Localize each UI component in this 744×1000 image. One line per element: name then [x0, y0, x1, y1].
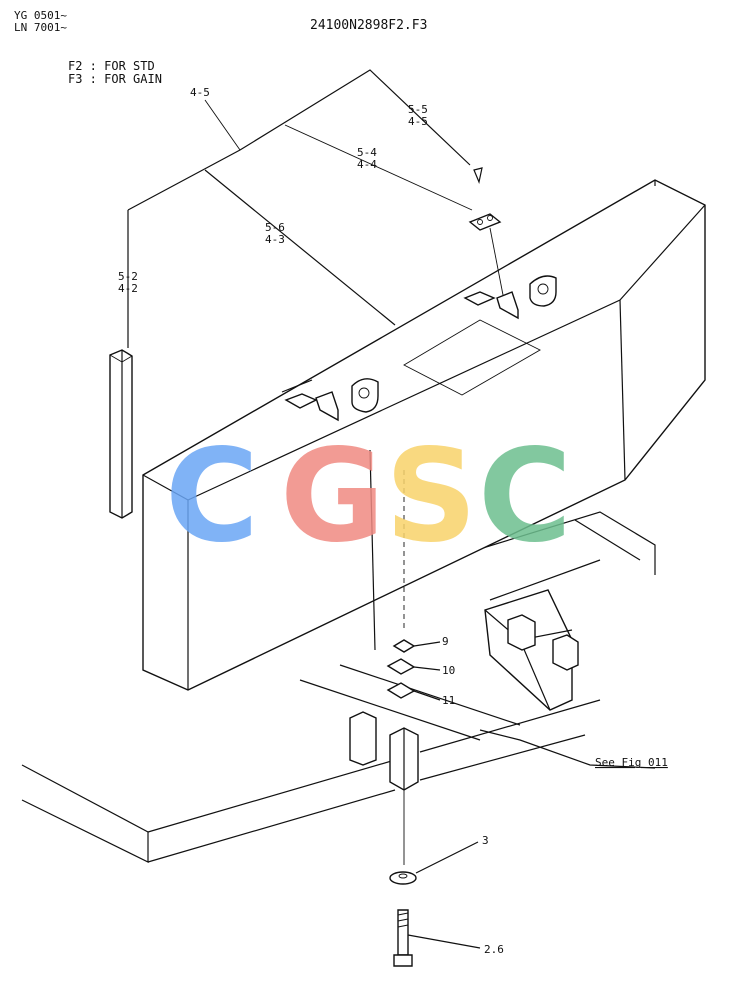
callout-labels: 4-5 5-5 4-5 5-4 4-4 5-6 4-3 5-2 4-2 9 10…: [118, 86, 668, 956]
variant-notes: F2 : FOR STD F3 : FOR GAIN: [68, 60, 162, 86]
watermark-letter-2: G: [280, 422, 385, 571]
see-fig-reference: See Fig 011: [595, 756, 668, 769]
callout-5-6: 5-6: [265, 221, 285, 234]
watermark-letter-4: C: [478, 422, 572, 571]
drawing-number: 24100N2898F2.F3: [310, 18, 428, 33]
top-hardware: [468, 167, 504, 296]
watermark-letter-1: C: [165, 422, 259, 571]
note-std: F2 : FOR STD: [68, 59, 155, 73]
serial-line-1: YG 0501~: [14, 9, 67, 22]
serial-range: YG 0501~ LN 7001~: [14, 10, 67, 34]
callout-5-2: 5-2: [118, 270, 138, 283]
counterweight: [142, 179, 706, 691]
serial-line-2: LN 7001~: [14, 21, 67, 34]
callout-9: 9: [442, 635, 449, 648]
callout-11: 11: [442, 694, 455, 707]
callout-4-4: 4-4: [357, 158, 377, 171]
cgsc-watermark: C G S C: [165, 422, 572, 571]
callout-10: 10: [442, 664, 455, 677]
base-frame: [21, 511, 656, 863]
callout-2-6: 2.6: [484, 943, 504, 956]
side-plate: [109, 349, 133, 519]
callout-5-5: 5-5: [408, 103, 428, 116]
callout-4-5b: 4-5: [408, 115, 428, 128]
callout-4-2: 4-2: [118, 282, 138, 295]
leader-lines: [127, 69, 473, 348]
callout-3: 3: [482, 834, 489, 847]
shim-stack: [349, 470, 656, 967]
callout-4-3: 4-3: [265, 233, 285, 246]
callout-5-4: 5-4: [357, 146, 377, 159]
watermark-letter-3: S: [385, 422, 477, 571]
note-gain: F3 : FOR GAIN: [68, 72, 162, 86]
callout-4-5: 4-5: [190, 86, 210, 99]
cross-beam: [484, 589, 579, 711]
